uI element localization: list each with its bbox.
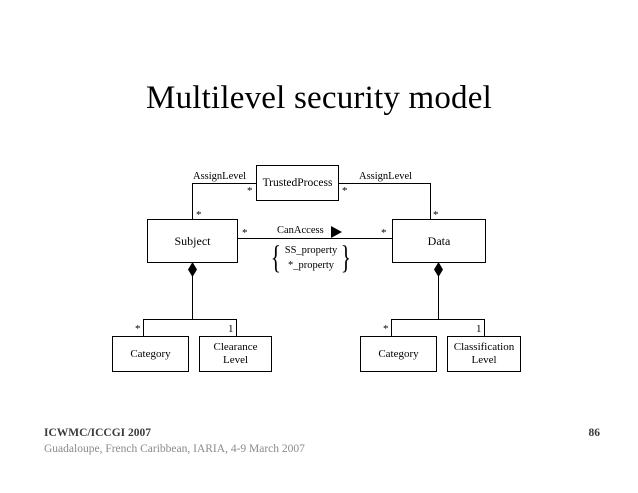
subject-composition-branch-bar <box>143 319 236 320</box>
constraint-note: { SS_property *_property } <box>270 239 352 277</box>
subject-to-category-drop <box>143 319 144 336</box>
can-access-multiplicity-data: * <box>381 227 387 239</box>
assign-level-left-vertical-segment <box>192 183 193 219</box>
can-access-navigability-arrow-icon <box>331 226 342 238</box>
assign-level-right-multiplicity-trustedprocess: * <box>342 185 348 197</box>
assign-level-right-multiplicity-data: * <box>433 209 439 221</box>
data-composition-diamond-icon <box>434 262 443 277</box>
footer-page-number: 86 <box>588 427 601 439</box>
class-label-subject: Subject <box>174 233 211 248</box>
constraint-line-1: SS_property <box>284 245 338 256</box>
class-label-classification-level-line2: Level <box>471 354 497 366</box>
assign-level-right-horizontal-segment <box>339 183 431 184</box>
class-box-category-left[interactable]: Category <box>112 336 189 372</box>
subject-composition-diamond-icon <box>188 262 197 277</box>
assign-level-left-label: AssignLevel <box>192 171 248 183</box>
assign-level-right-label: AssignLevel <box>358 171 414 183</box>
data-composition-stem <box>438 276 439 319</box>
class-label-category-left: Category <box>130 347 171 360</box>
subject-clearance-multiplicity: 1 <box>228 323 234 335</box>
footer-conference: ICWMC/ICCGI 2007 <box>44 427 152 439</box>
data-to-category-drop <box>391 319 392 336</box>
class-label-data: Data <box>427 233 451 248</box>
constraint-line-2: *_property <box>287 260 335 271</box>
data-classification-multiplicity: 1 <box>476 323 482 335</box>
class-box-subject[interactable]: Subject <box>147 219 238 263</box>
class-label-classification-level-line1: Classification <box>453 341 515 353</box>
class-label-trusted-process: TrustedProcess <box>262 176 333 189</box>
class-box-data[interactable]: Data <box>392 219 486 263</box>
can-access-label: CanAccess <box>276 225 325 237</box>
assign-level-left-multiplicity-trustedprocess: * <box>247 185 253 197</box>
page-title: Multilevel security model <box>146 80 492 116</box>
subject-category-multiplicity: * <box>135 323 141 335</box>
class-label-category-right: Category <box>378 347 419 360</box>
subject-composition-stem <box>192 276 193 319</box>
assign-level-left-horizontal-segment <box>192 183 256 184</box>
class-label-clearance-level-line1: Clearance <box>213 341 258 353</box>
assign-level-right-vertical-segment <box>430 183 431 219</box>
data-to-classification-drop <box>484 319 485 336</box>
subject-to-clearance-drop <box>236 319 237 336</box>
class-box-clearance-level[interactable]: Clearance Level <box>199 336 272 372</box>
constraint-note-text: SS_property *_property <box>284 243 339 273</box>
can-access-line <box>238 238 392 239</box>
data-composition-branch-bar <box>391 319 484 320</box>
can-access-multiplicity-subject: * <box>242 227 248 239</box>
constraint-open-brace: { <box>270 240 281 276</box>
data-category-multiplicity: * <box>383 323 389 335</box>
class-box-trusted-process[interactable]: TrustedProcess <box>256 165 339 201</box>
class-box-classification-level[interactable]: Classification Level <box>447 336 521 372</box>
footer-location-date: Guadaloupe, French Caribbean, IARIA, 4-9… <box>44 443 305 455</box>
constraint-close-brace: } <box>341 240 352 276</box>
class-box-category-right[interactable]: Category <box>360 336 437 372</box>
assign-level-left-multiplicity-subject: * <box>196 209 202 221</box>
class-label-clearance-level-line2: Level <box>222 354 249 366</box>
